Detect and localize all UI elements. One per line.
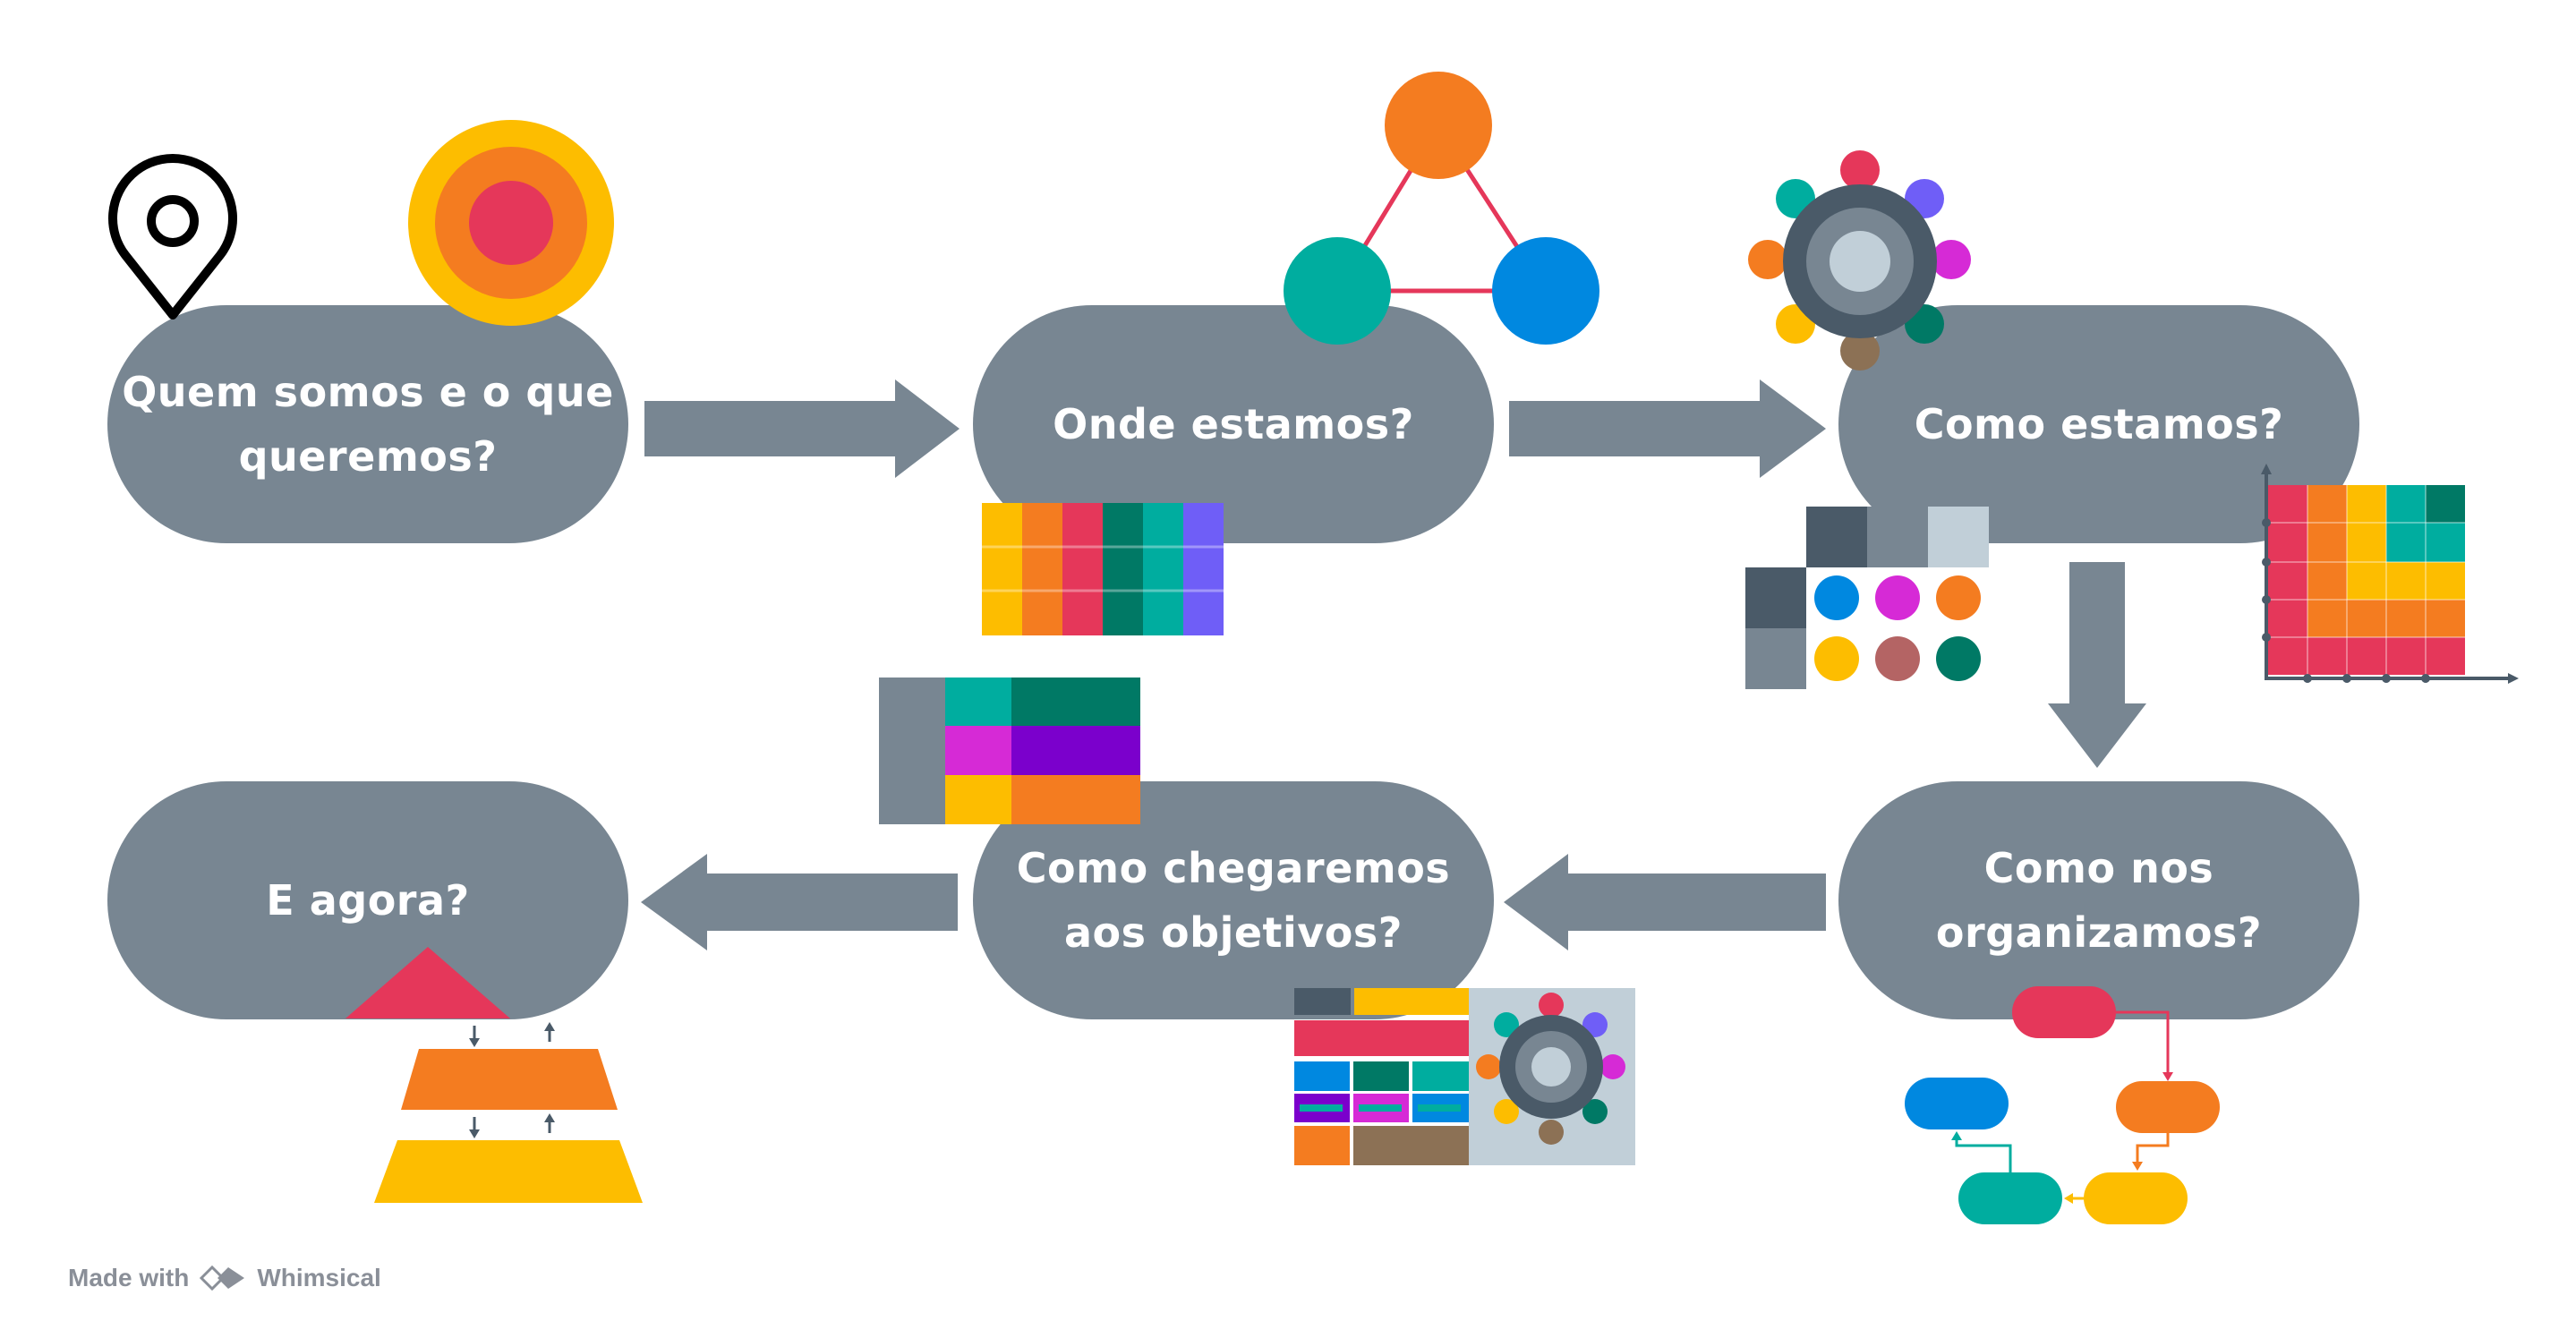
step-label: Como estamos? <box>1915 392 2284 456</box>
step-pill-how-reach-goals: Como chegaremos aos objetivos? <box>973 781 1494 1019</box>
step-label-line: Como estamos? <box>1914 400 2284 448</box>
step-label-line: organizamos? <box>1935 908 2263 957</box>
target-icon <box>408 120 614 326</box>
color-blocks-icon <box>879 678 1140 824</box>
triangle-network-icon <box>1284 72 1599 345</box>
arrow-step3-to-step4 <box>2048 562 2146 768</box>
step-label: Onde estamos? <box>1053 392 1414 456</box>
step-label-line: Onde estamos? <box>1053 400 1414 448</box>
step-label: Como chegaremos aos objetivos? <box>1017 836 1450 965</box>
step-label: Como nos organizamos? <box>1936 836 2262 965</box>
footer-brand-text: Whimsical <box>257 1264 381 1291</box>
step-label: Quem somos e o que queremos? <box>122 360 614 489</box>
pyramid-icon <box>345 947 643 1203</box>
hub-network-icon <box>1748 150 1971 371</box>
step-label-line: aos objetivos? <box>1064 908 1403 957</box>
swatch-grid-icon <box>982 503 1224 635</box>
step-label-line: Como nos <box>1983 844 2214 892</box>
step-label-line: queremos? <box>238 432 498 481</box>
footer-made-with-text: Made with <box>68 1264 190 1291</box>
heatmap-icon <box>2261 464 2519 684</box>
made-with-footer[interactable]: Made with Whimsical <box>68 1262 381 1294</box>
dot-matrix-icon <box>1745 507 1989 689</box>
step-pill-how-we-organize: Como nos organizamos? <box>1838 781 2359 1019</box>
arrow-step2-to-step3 <box>1509 379 1826 478</box>
step-label: E agora? <box>266 868 469 933</box>
dashboard-icon <box>1294 988 1469 1165</box>
hub-network-icon <box>1469 988 1635 1165</box>
arrow-step1-to-step2 <box>644 379 960 478</box>
whimsical-logo-icon <box>200 1265 245 1291</box>
arrow-step5-to-step6 <box>641 854 958 950</box>
arrow-step4-to-step5 <box>1504 854 1826 950</box>
step-pill-now-what: E agora? <box>107 781 628 1019</box>
step-label-line: Quem somos e o que <box>122 368 614 416</box>
step-pill-who-we-are: Quem somos e o que queremos? <box>107 305 628 543</box>
step-label-line: Como chegaremos <box>1016 844 1451 892</box>
flowchart-icon <box>1905 986 2220 1224</box>
step-label-line: E agora? <box>266 876 470 925</box>
location-pin-icon <box>108 154 237 320</box>
